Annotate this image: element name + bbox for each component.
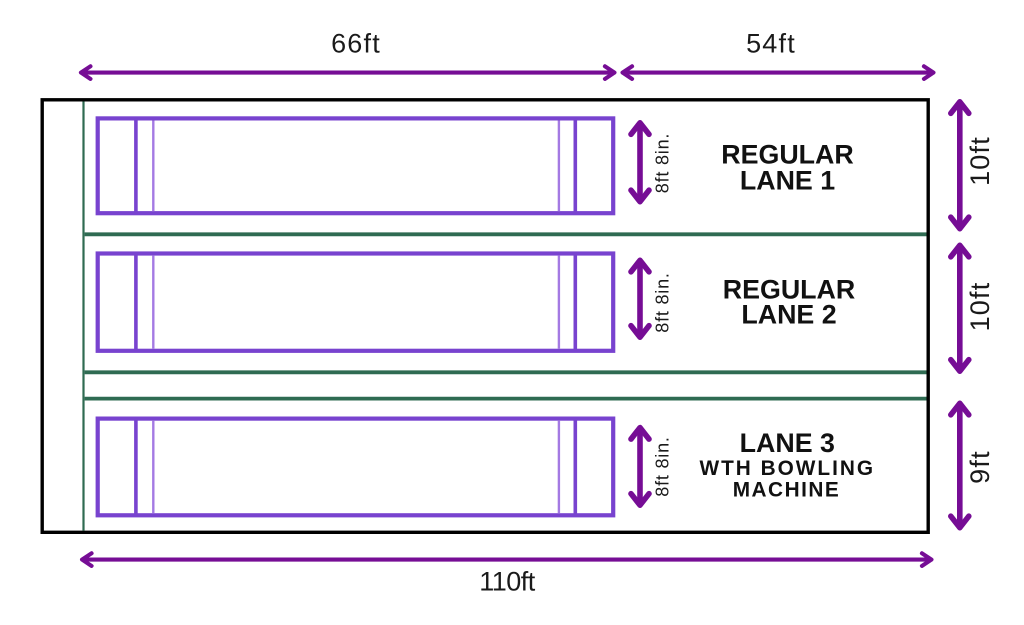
svg-text:8ft 8in.: 8ft 8in. [652, 436, 672, 496]
svg-text:WTH BOWLING: WTH BOWLING [699, 457, 875, 480]
svg-text:10ft: 10ft [965, 136, 995, 186]
svg-text:9ft: 9ft [965, 450, 995, 484]
svg-text:54ft: 54ft [746, 29, 796, 59]
svg-text:REGULAR: REGULAR [721, 139, 854, 169]
svg-text:8ft 8in.: 8ft 8in. [652, 133, 672, 193]
svg-text:LANE 3: LANE 3 [740, 428, 835, 458]
svg-text:MACHINE: MACHINE [733, 478, 841, 501]
svg-text:LANE 1: LANE 1 [740, 166, 835, 196]
svg-text:10ft: 10ft [965, 282, 995, 332]
svg-text:REGULAR: REGULAR [723, 274, 856, 304]
svg-text:LANE 2: LANE 2 [741, 299, 836, 329]
svg-text:8ft 8in.: 8ft 8in. [652, 272, 672, 332]
svg-text:110ft: 110ft [479, 567, 536, 597]
svg-text:66ft: 66ft [331, 29, 381, 59]
